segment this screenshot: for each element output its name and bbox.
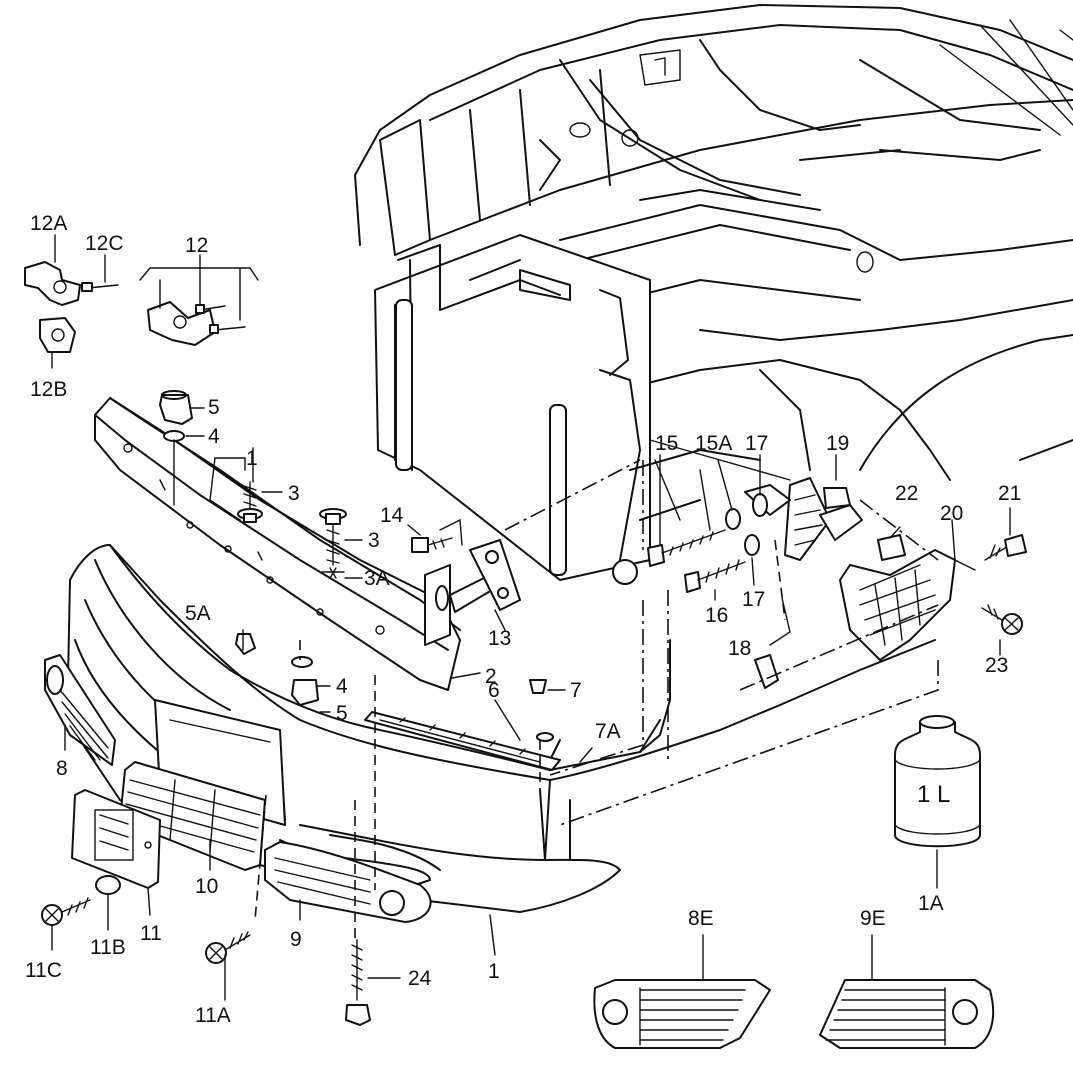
label-19: 19 xyxy=(826,432,849,455)
label-12: 12 xyxy=(185,234,208,257)
label-18: 18 xyxy=(728,637,751,660)
label-5A: 5A xyxy=(185,602,211,625)
label-23: 23 xyxy=(985,654,1008,677)
label-12B: 12B xyxy=(30,378,67,401)
label-20: 20 xyxy=(940,502,963,525)
label-6: 6 xyxy=(488,679,500,702)
label-3A: 3A xyxy=(364,567,390,590)
label-7: 7 xyxy=(570,679,582,702)
label-12C: 12C xyxy=(85,232,124,255)
car-body-outline xyxy=(354,4,1073,481)
leader-lines xyxy=(51,234,1011,1001)
label-17-bottom: 17 xyxy=(742,588,765,611)
label-11B: 11B xyxy=(90,936,126,959)
label-16: 16 xyxy=(705,604,728,627)
label-1-bottom: 1 xyxy=(488,960,500,983)
label-9E: 9E xyxy=(860,907,886,930)
label-11: 11 xyxy=(140,922,162,945)
label-2: 2 xyxy=(485,665,497,688)
label-11C: 11C xyxy=(25,959,62,982)
alt-grille-left xyxy=(593,979,771,1049)
label-9: 9 xyxy=(290,928,302,951)
fluid-bottle xyxy=(894,715,981,848)
label-13: 13 xyxy=(488,627,511,650)
reinforcement-strip xyxy=(364,711,561,771)
bottle-volume-label: 1 L xyxy=(917,781,950,808)
label-4-bottom: 4 xyxy=(336,675,348,698)
mount-bracket xyxy=(424,539,521,646)
grille-plate xyxy=(71,789,161,889)
label-8E: 8E xyxy=(688,907,714,930)
label-5-top: 5 xyxy=(208,396,220,419)
alt-grille-right xyxy=(819,979,995,1049)
label-17-top: 17 xyxy=(745,432,768,455)
fasteners xyxy=(159,390,554,742)
label-1A: 1A xyxy=(918,892,944,915)
label-1-top: 1 xyxy=(246,447,258,470)
label-8: 8 xyxy=(56,757,68,780)
label-14: 14 xyxy=(380,504,404,527)
grille-right xyxy=(264,841,432,923)
label-21: 21 xyxy=(998,482,1021,505)
mount-bolts xyxy=(41,487,1027,1026)
part-labels: 12A 12C 12 12B 5 4 1 3 3 3A 14 13 2 5A 4… xyxy=(25,212,1021,1027)
radiator xyxy=(374,234,791,585)
label-7A: 7A xyxy=(595,720,621,743)
label-3-mid: 3 xyxy=(368,529,380,552)
label-12A: 12A xyxy=(30,212,67,235)
grille-left xyxy=(44,654,116,766)
label-24: 24 xyxy=(408,967,432,990)
label-4-top: 4 xyxy=(208,425,220,448)
guide-brackets xyxy=(24,261,246,353)
label-11A: 11A xyxy=(195,1004,231,1027)
label-15A: 15A xyxy=(695,432,732,455)
side-bracket xyxy=(839,549,956,661)
label-22: 22 xyxy=(895,482,918,505)
label-15: 15 xyxy=(655,432,678,455)
label-3-top: 3 xyxy=(288,482,300,505)
label-5-bottom: 5 xyxy=(336,702,348,725)
label-10: 10 xyxy=(195,875,218,898)
